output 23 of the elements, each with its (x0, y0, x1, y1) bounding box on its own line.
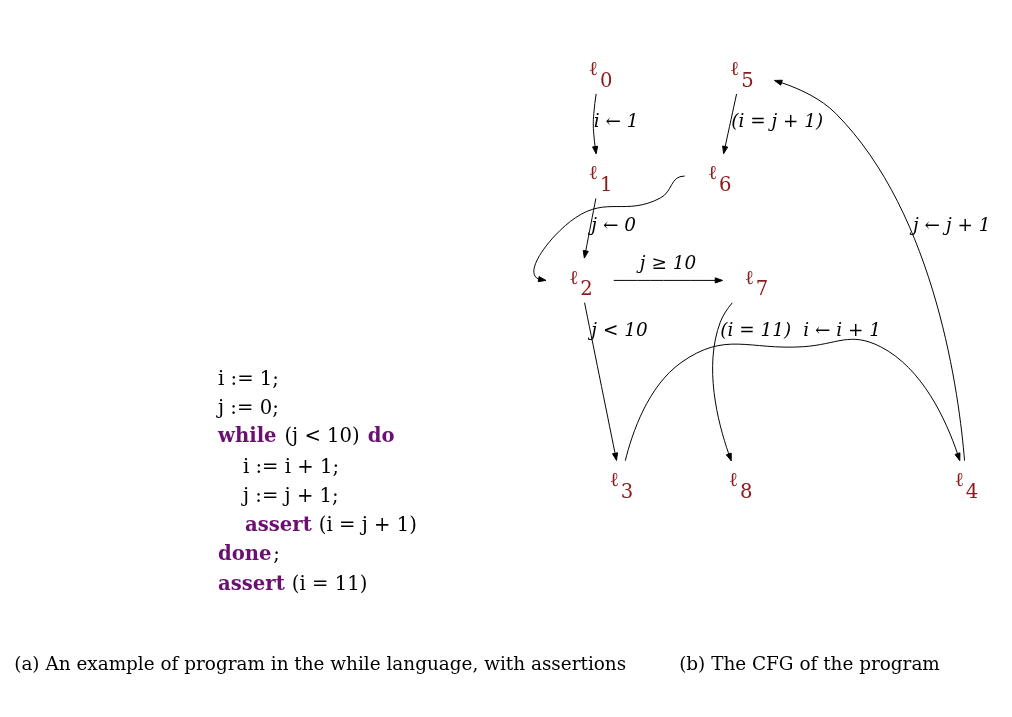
label: (b) The CFG of the program (679, 652, 940, 674)
arrow (774, 79, 966, 461)
edge-label: i ← 1 (593, 109, 639, 131)
arrow (624, 338, 961, 461)
label: j := 0; (218, 395, 279, 419)
edge-label: (i = j + 1) (731, 109, 824, 131)
arrow (533, 175, 686, 282)
arrow (722, 93, 738, 154)
label: (a) An example of program in the while language, with assertions (14, 652, 627, 674)
arrow (584, 301, 619, 461)
edge-label: i ← i + 1 (803, 318, 881, 340)
label: i := i + 1; (242, 454, 340, 478)
arrow (592, 92, 599, 154)
label: done; (218, 541, 280, 565)
arrow (582, 197, 597, 259)
label: i := 1; (218, 366, 279, 390)
label: assert (i = j + 1) (245, 512, 417, 536)
arrow (712, 301, 733, 461)
label: while (j < 10) do (218, 423, 395, 447)
label: j := j + 1; (242, 483, 339, 507)
edge-label: (i = 11) (720, 318, 792, 340)
label: assert (i = 11) (218, 571, 368, 595)
arrow (613, 276, 724, 283)
